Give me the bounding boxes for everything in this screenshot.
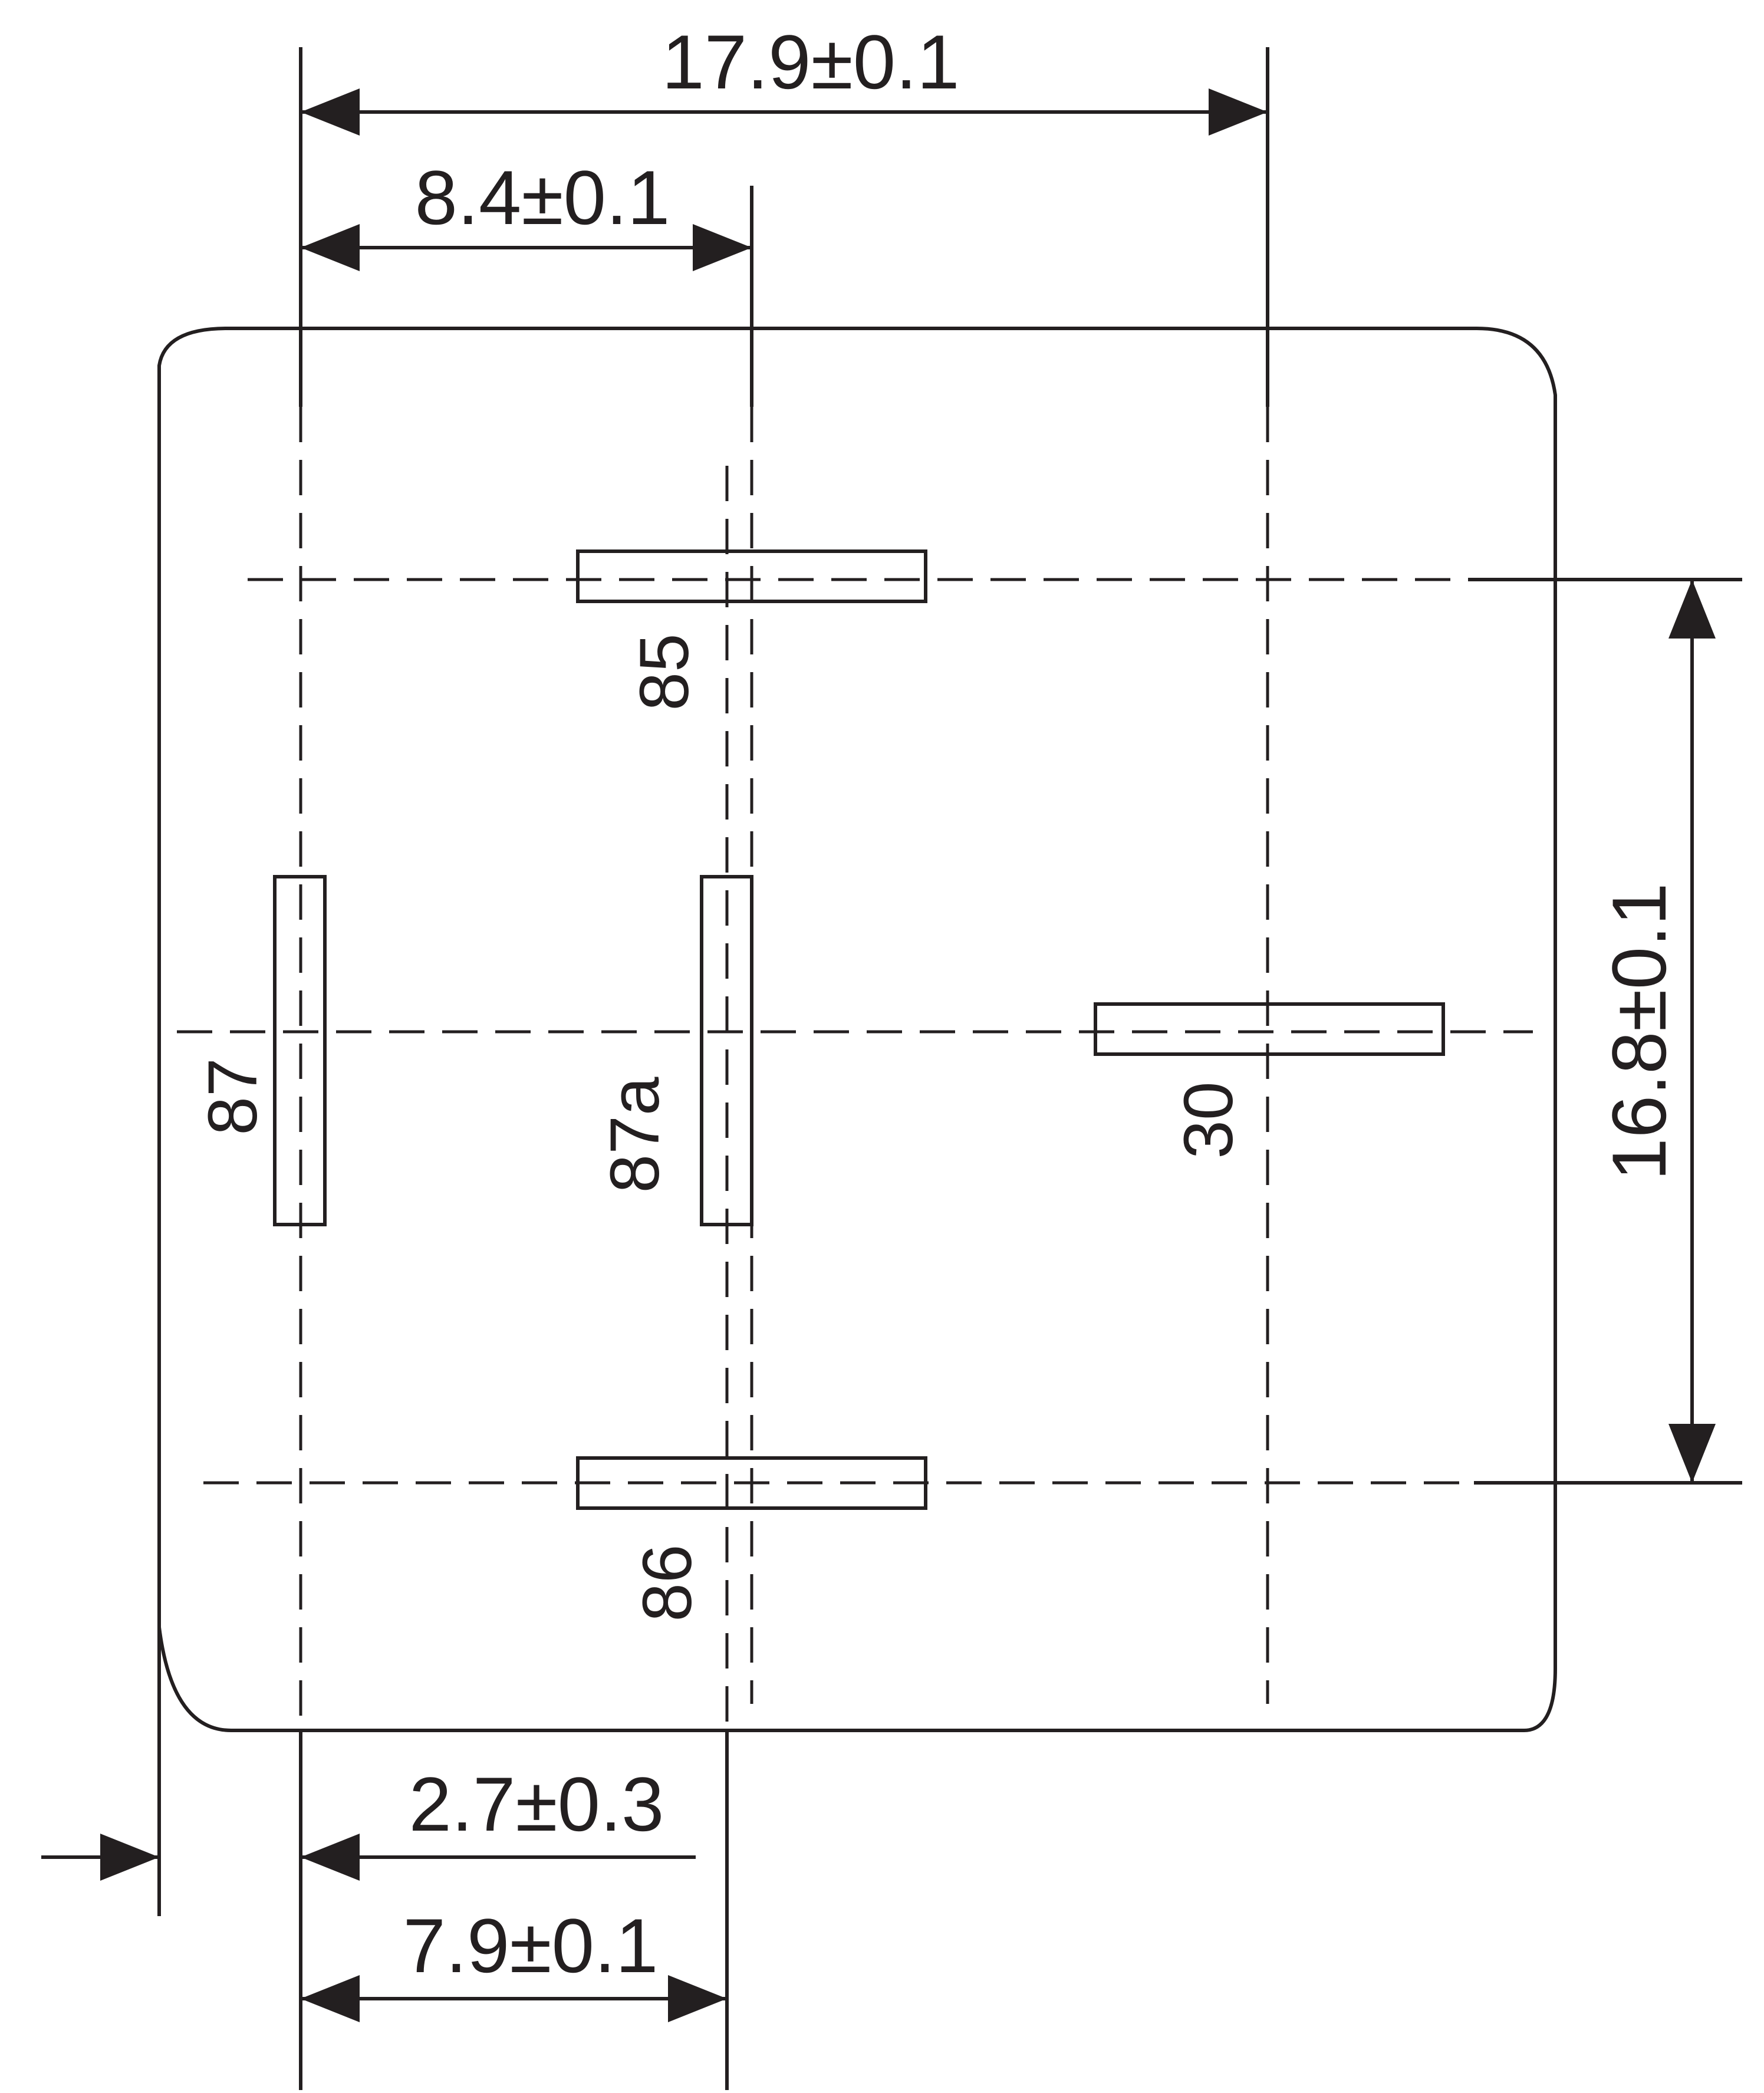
dimension-label-16-8: 16.8±0.1 [1596,883,1682,1180]
pin-label-30: 30 [1170,1081,1248,1159]
dimension-label-17-9: 17.9±0.1 [662,19,959,105]
dimension-label-2-7: 2.7±0.3 [409,1761,664,1847]
dimension-label-7-9: 7.9±0.1 [403,1903,659,1989]
pin-label-85: 85 [626,633,703,710]
pin-label-86: 86 [628,1544,706,1621]
pin-30-blade [1094,1002,1445,1056]
relay-housing-outline [157,327,1557,1732]
pin-label-87a: 87a [596,1077,674,1193]
pin-label-87: 87 [194,1058,272,1135]
dimension-label-8-4: 8.4±0.1 [415,154,670,241]
